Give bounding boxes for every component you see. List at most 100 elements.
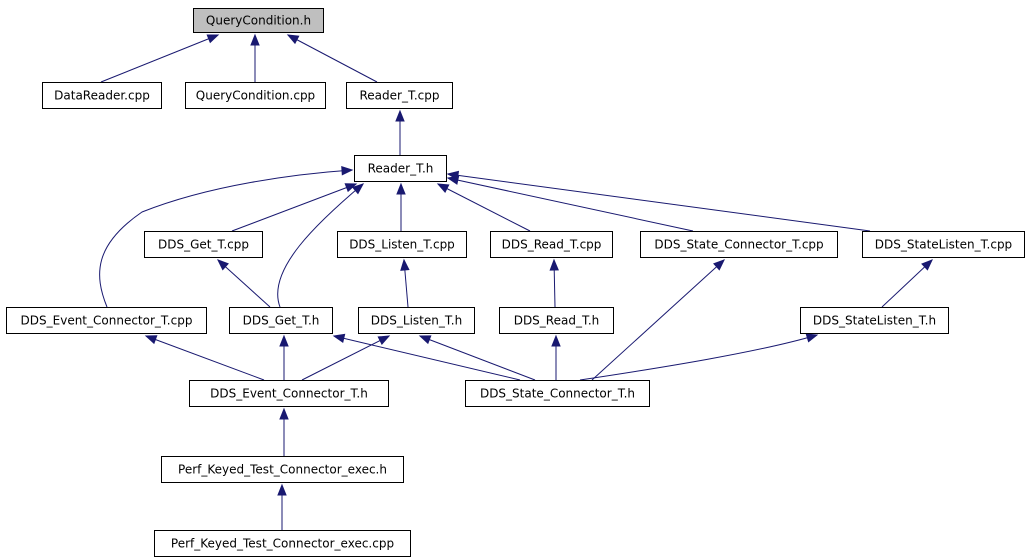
edge-state_conn_t_cpp-to-reader_t_h bbox=[446, 175, 694, 232]
node-get-t-h[interactable]: DDS_Get_T.h bbox=[229, 307, 333, 334]
node-box[interactable] bbox=[465, 380, 650, 407]
node-box[interactable] bbox=[499, 307, 614, 334]
edge-state_conn_t_h-to-statelisten_t_h bbox=[579, 333, 819, 381]
node-label: DDS_Read_T.cpp bbox=[502, 238, 602, 252]
node-state-conn-t-cpp[interactable]: DDS_State_Connector_T.cpp bbox=[640, 231, 838, 258]
node-box[interactable] bbox=[189, 380, 389, 407]
node-box[interactable] bbox=[161, 456, 404, 483]
edge-datareader_cpp-to-qc_h bbox=[100, 34, 220, 83]
node-datareader-cpp[interactable]: DataReader.cpp bbox=[42, 82, 162, 109]
edge-line bbox=[277, 183, 364, 308]
node-statelisten-t-cpp[interactable]: DDS_StateListen_T.cpp bbox=[862, 231, 1025, 258]
arrowhead bbox=[206, 34, 220, 44]
node-state-conn-t-h[interactable]: DDS_State_Connector_T.h bbox=[465, 380, 650, 407]
node-box[interactable] bbox=[42, 82, 162, 109]
node-box[interactable] bbox=[800, 307, 949, 334]
arrowhead bbox=[549, 258, 559, 271]
edge-line bbox=[881, 259, 933, 308]
arrowhead bbox=[351, 183, 365, 195]
node-label: Reader_T.cpp bbox=[359, 89, 439, 103]
edge-reader_t_cpp-to-qc_h bbox=[286, 34, 378, 83]
node-box[interactable] bbox=[640, 231, 838, 258]
node-box[interactable] bbox=[354, 155, 447, 182]
edge-event_conn_t_h-to-get_t_h bbox=[279, 334, 289, 380]
arrowhead bbox=[396, 182, 406, 195]
node-listen-t-h[interactable]: DDS_Listen_T.h bbox=[358, 307, 475, 334]
arrowhead bbox=[217, 259, 229, 271]
node-box[interactable] bbox=[346, 82, 453, 109]
arrowhead bbox=[144, 335, 158, 345]
edge-state_conn_t_h-to-state_conn_t_cpp bbox=[591, 259, 725, 381]
edge-line bbox=[145, 335, 265, 381]
edge-get_t_cpp-to-reader_t_h bbox=[231, 183, 358, 232]
arrowhead bbox=[395, 109, 405, 122]
edge-line bbox=[301, 335, 390, 381]
edge-listen_t_h-to-listen_t_cpp bbox=[400, 258, 410, 308]
node-box[interactable] bbox=[490, 231, 613, 258]
arrowhead bbox=[551, 334, 561, 347]
node-label: DDS_Event_Connector_T.cpp bbox=[21, 314, 193, 328]
node-label: Reader_T.h bbox=[368, 162, 434, 176]
node-label: DDS_State_Connector_T.h bbox=[480, 387, 635, 401]
arrowhead bbox=[286, 34, 300, 45]
node-listen-t-cpp[interactable]: DDS_Listen_T.cpp bbox=[337, 231, 467, 258]
node-read-t-cpp[interactable]: DDS_Read_T.cpp bbox=[490, 231, 613, 258]
node-box[interactable] bbox=[337, 231, 467, 258]
node-event-conn-t-cpp[interactable]: DDS_Event_Connector_T.cpp bbox=[6, 307, 207, 334]
node-box[interactable] bbox=[358, 307, 475, 334]
arrowhead bbox=[400, 258, 410, 271]
node-get-t-cpp[interactable]: DDS_Get_T.cpp bbox=[144, 231, 263, 258]
node-qc-h[interactable]: QueryCondition.h bbox=[193, 8, 324, 33]
node-reader-t-h[interactable]: Reader_T.h bbox=[354, 155, 447, 182]
node-reader-t-cpp[interactable]: Reader_T.cpp bbox=[346, 82, 453, 109]
node-box[interactable] bbox=[229, 307, 333, 334]
node-box[interactable] bbox=[6, 307, 207, 334]
edge-line bbox=[579, 334, 818, 381]
node-label: Perf_Keyed_Test_Connector_exec.cpp bbox=[171, 537, 394, 551]
edge-read_t_cpp-to-reader_t_h bbox=[436, 183, 531, 232]
node-box[interactable] bbox=[193, 8, 324, 33]
edge-get_t_h-to-get_t_cpp bbox=[217, 259, 271, 308]
node-label: DataReader.cpp bbox=[54, 89, 150, 103]
edge-statelisten_t_h-to-statelisten_t_cpp bbox=[881, 259, 933, 308]
arrowhead bbox=[446, 170, 460, 181]
node-box[interactable] bbox=[862, 231, 1025, 258]
node-label: DDS_StateListen_T.h bbox=[813, 314, 936, 328]
edge-line bbox=[419, 335, 536, 381]
edge-statelisten_t_cpp-to-reader_t_h bbox=[446, 170, 871, 232]
node-box[interactable] bbox=[154, 530, 411, 557]
arrowhead bbox=[436, 183, 450, 193]
edge-qc_cpp-to-qc_h bbox=[250, 33, 260, 82]
node-label: DDS_StateListen_T.cpp bbox=[875, 238, 1012, 252]
edge-line bbox=[447, 173, 871, 232]
edge-state_conn_t_h-to-get_t_h bbox=[332, 333, 521, 381]
arrowhead bbox=[250, 33, 260, 46]
edge-get_t_h-to-reader_t_h bbox=[277, 183, 365, 308]
node-event-conn-t-h[interactable]: DDS_Event_Connector_T.h bbox=[189, 380, 389, 407]
node-label: DDS_Event_Connector_T.h bbox=[210, 387, 368, 401]
node-label: DDS_Get_T.cpp bbox=[158, 238, 249, 252]
node-qc-cpp[interactable]: QueryCondition.cpp bbox=[185, 82, 326, 109]
edge-line bbox=[100, 34, 219, 83]
edge-perf_exec_cpp-to-perf_exec_h bbox=[277, 483, 287, 530]
arrowhead bbox=[341, 166, 354, 176]
arrowhead bbox=[377, 335, 391, 345]
edge-state_conn_t_h-to-read_t_h bbox=[551, 334, 561, 380]
node-perf-exec-cpp[interactable]: Perf_Keyed_Test_Connector_exec.cpp bbox=[154, 530, 411, 557]
edge-line bbox=[287, 34, 378, 83]
node-box[interactable] bbox=[185, 82, 326, 109]
node-label: QueryCondition.h bbox=[206, 14, 311, 28]
arrowhead bbox=[418, 335, 432, 345]
arrowhead bbox=[713, 259, 725, 271]
edge-listen_t_cpp-to-reader_t_h bbox=[396, 182, 406, 231]
node-perf-exec-h[interactable]: Perf_Keyed_Test_Connector_exec.h bbox=[161, 456, 404, 483]
arrowhead bbox=[921, 259, 933, 271]
node-read-t-h[interactable]: DDS_Read_T.h bbox=[499, 307, 614, 334]
node-box[interactable] bbox=[144, 231, 263, 258]
edge-line bbox=[217, 259, 271, 308]
arrowhead bbox=[279, 407, 289, 420]
arrowhead bbox=[805, 333, 819, 343]
edges-layer bbox=[99, 33, 933, 530]
arrowhead bbox=[277, 483, 287, 496]
node-statelisten-t-h[interactable]: DDS_StateListen_T.h bbox=[800, 307, 949, 334]
